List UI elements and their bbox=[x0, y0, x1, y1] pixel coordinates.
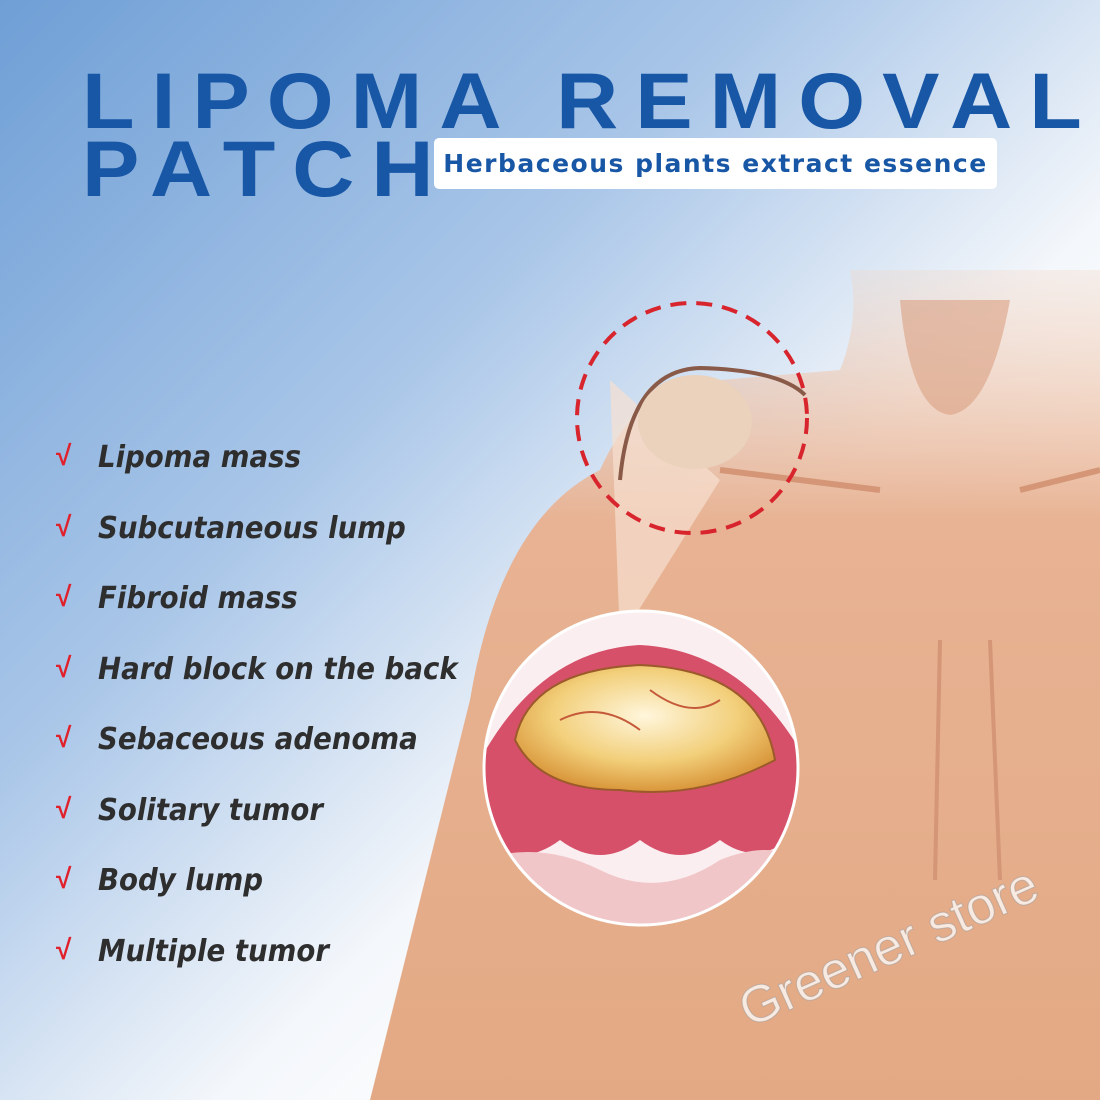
list-item: √ Subcutaneous lump bbox=[56, 511, 489, 582]
list-item-label: Lipoma mass bbox=[98, 440, 302, 475]
check-icon: √ bbox=[56, 581, 72, 612]
list-item: √ Body lump bbox=[56, 863, 489, 934]
page-title-line2: PATCH bbox=[82, 125, 451, 214]
list-item-label: Body lump bbox=[98, 863, 263, 898]
list-item-label: Subcutaneous lump bbox=[98, 510, 406, 546]
list-item: √ Fibroid mass bbox=[56, 581, 489, 652]
list-item-label: Multiple tumor bbox=[98, 933, 329, 969]
check-icon: √ bbox=[56, 933, 72, 965]
list-item: √ Hard block on the back bbox=[56, 652, 489, 723]
list-item: √ Lipoma mass bbox=[56, 440, 489, 511]
lipoma-cross-section-inset bbox=[482, 609, 800, 927]
check-icon: √ bbox=[56, 863, 72, 894]
list-item-label: Fibroid mass bbox=[98, 581, 298, 616]
list-item-label: Sebaceous adenoma bbox=[98, 722, 418, 757]
check-icon: √ bbox=[56, 510, 72, 542]
list-item: √ Multiple tumor bbox=[56, 934, 489, 1005]
tagline-badge: Herbaceous plants extract essence bbox=[434, 138, 997, 189]
dashed-highlight-circle bbox=[575, 301, 809, 535]
check-icon: √ bbox=[56, 792, 72, 824]
page-title: LIPOMA REMOVAL bbox=[82, 57, 1099, 146]
symptom-list: √ Lipoma mass √ Subcutaneous lump √ Fibroid… bbox=[56, 440, 489, 1004]
list-item-label: Solitary tumor bbox=[98, 792, 323, 828]
check-icon: √ bbox=[56, 651, 72, 683]
check-icon: √ bbox=[56, 722, 72, 753]
check-icon: √ bbox=[56, 440, 72, 471]
list-item: √ Sebaceous adenoma bbox=[56, 722, 489, 793]
list-item: √ Solitary tumor bbox=[56, 793, 489, 864]
list-item-label: Hard block on the back bbox=[98, 651, 458, 687]
